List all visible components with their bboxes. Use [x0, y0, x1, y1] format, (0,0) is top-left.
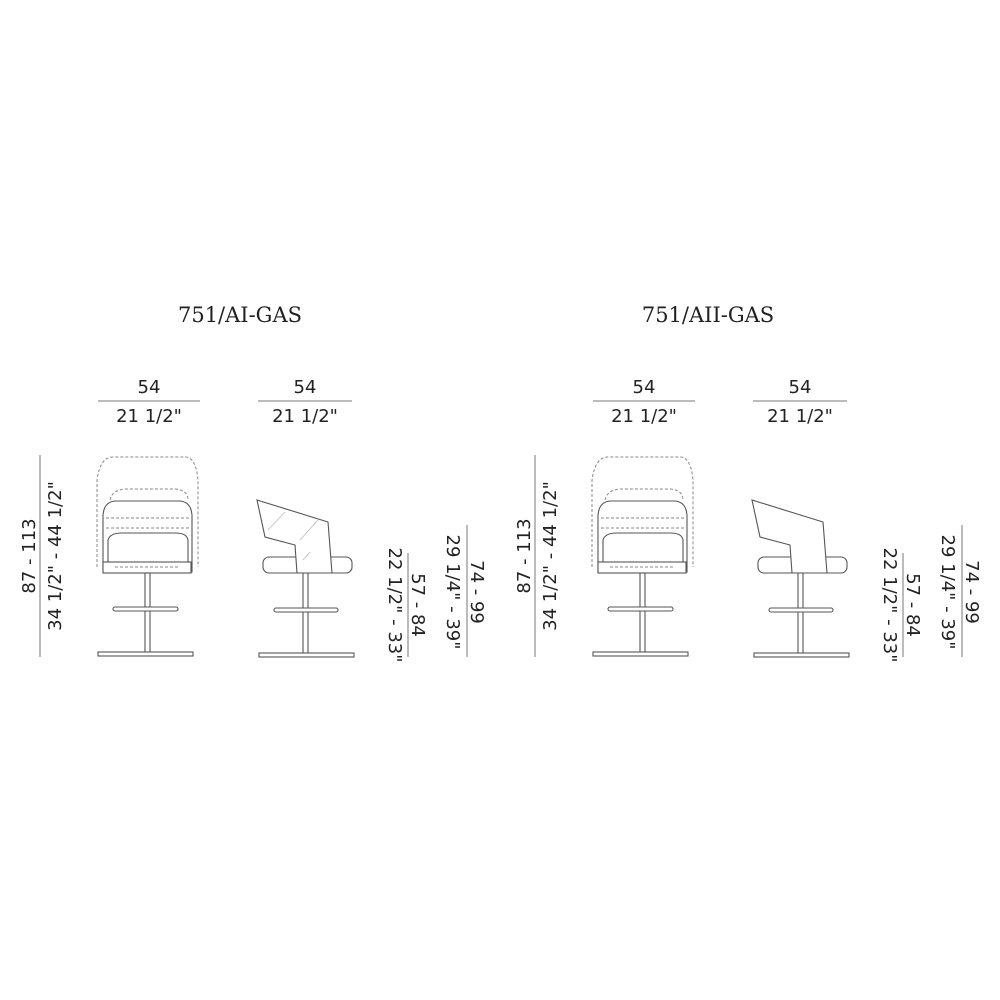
model-group-2: 751/AII-GAS 54 21 1/2" 54 21 1/2" 87 - 1…	[514, 303, 982, 663]
seat-height-dimension: 22 1/2" - 33" 57 - 84	[384, 548, 428, 663]
front-width-metric: 54	[138, 377, 161, 398]
side-width-dimension: 54 21 1/2"	[753, 377, 847, 427]
arm-height-imperial: 29 1/4" - 39"	[442, 535, 463, 650]
front-width-dimension: 54 21 1/2"	[98, 377, 200, 427]
seat-height-imperial: 22 1/2" - 33"	[879, 548, 900, 663]
arm-height-imperial: 29 1/4" - 39"	[937, 535, 958, 650]
model-title: 751/AI-GAS	[178, 303, 302, 327]
seat-height-metric: 57 - 84	[902, 573, 923, 637]
chair-front-view	[96, 456, 199, 657]
side-width-metric: 54	[789, 377, 812, 398]
chair-side-view	[751, 499, 850, 658]
total-height-dimension: 87 - 113 34 1/2" - 44 1/2"	[19, 455, 66, 657]
arm-height-dimension: 29 1/4" - 39" 74 - 99	[442, 525, 487, 657]
chair-side-view	[256, 499, 355, 658]
total-height-metric: 87 - 113	[19, 518, 40, 593]
total-height-imperial: 34 1/2" - 44 1/2"	[45, 481, 66, 631]
seat-height-imperial: 22 1/2" - 33"	[384, 548, 405, 663]
total-height-dimension: 87 - 113 34 1/2" - 44 1/2"	[514, 455, 561, 657]
chair-front-view	[591, 456, 694, 657]
seat-height-metric: 57 - 84	[407, 573, 428, 637]
total-height-imperial: 34 1/2" - 44 1/2"	[540, 481, 561, 631]
model-group-1: 751/AI-GAS 54 21 1/2" 54 21 1/2" 87 - 11…	[19, 303, 487, 663]
side-width-metric: 54	[294, 377, 317, 398]
arm-height-metric: 74 - 99	[466, 560, 487, 624]
side-width-imperial: 21 1/2"	[272, 406, 338, 427]
arm-height-dimension: 29 1/4" - 39" 74 - 99	[937, 525, 982, 657]
side-width-imperial: 21 1/2"	[767, 406, 833, 427]
front-width-dimension: 54 21 1/2"	[593, 377, 695, 427]
total-height-metric: 87 - 113	[514, 518, 535, 593]
model-title: 751/AII-GAS	[642, 303, 774, 327]
arm-height-metric: 74 - 99	[961, 560, 982, 624]
front-width-imperial: 21 1/2"	[611, 406, 677, 427]
front-width-imperial: 21 1/2"	[116, 406, 182, 427]
side-width-dimension: 54 21 1/2"	[258, 377, 352, 427]
seat-height-dimension: 22 1/2" - 33" 57 - 84	[879, 548, 923, 663]
front-width-metric: 54	[633, 377, 656, 398]
